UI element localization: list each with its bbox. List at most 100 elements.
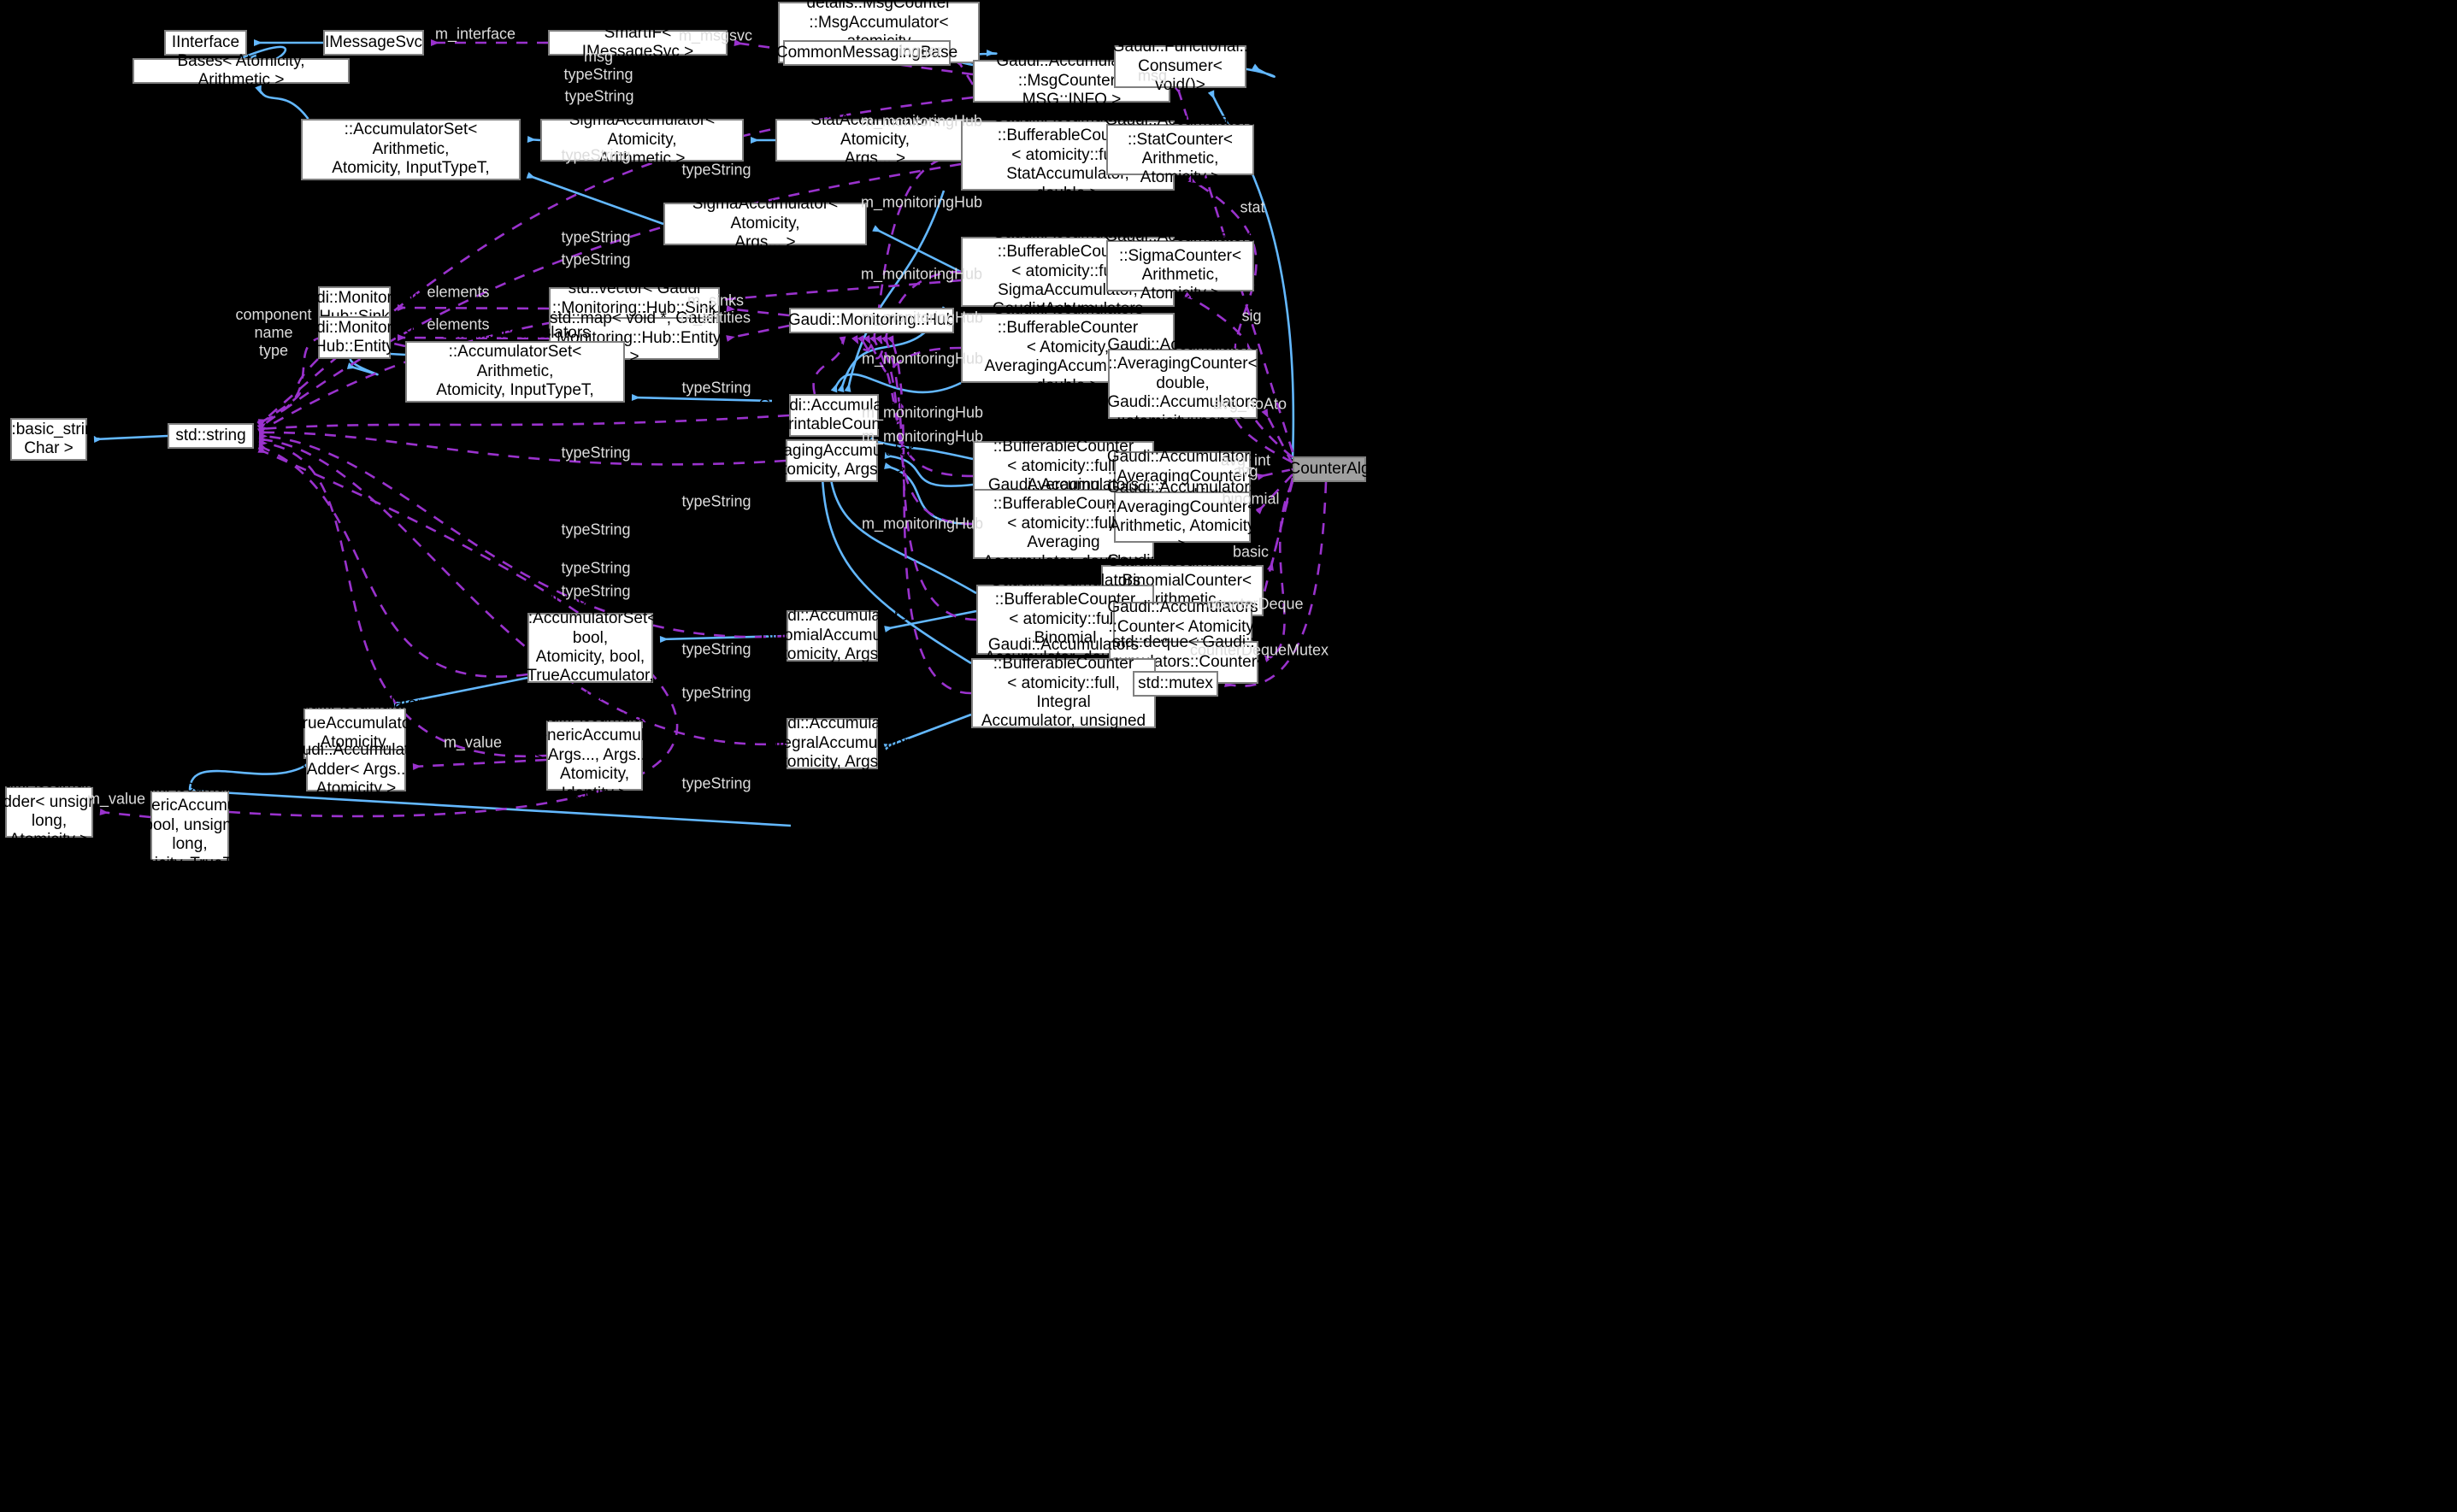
class-node-bc_integral_ulong[interactable]: Gaudi::Accumulators ::BufferableCounter … (971, 636, 1156, 750)
class-node-stdmutex[interactable]: std::mutex (1133, 671, 1218, 697)
edge (258, 432, 787, 638)
edge-label: binomial (1222, 490, 1280, 508)
edge (1224, 481, 1328, 687)
edge-label: elements (427, 315, 490, 333)
class-node-binomialaccum[interactable]: Gaudi::Accumulators ::BinomialAccumulato… (751, 607, 914, 664)
edge (1264, 481, 1294, 662)
edge-label: m_monitoringHub (860, 193, 983, 211)
edge-label: typeString (561, 559, 631, 577)
class-node-adder_args[interactable]: Gaudi::Accumulators ::Adder< Args..., At… (280, 741, 432, 798)
edge-label: basic (1232, 543, 1270, 561)
edge-label: m_value (86, 790, 146, 808)
edge-label: typeString (681, 684, 751, 702)
edge (1255, 474, 1293, 515)
class-node-accsetarith1[interactable]: Gaudi::Accumulators ::AccumulatorSet< Ar… (301, 102, 521, 197)
edge-label: m_monitoringHub (860, 265, 983, 283)
edge-label: m_monitoringHub (861, 309, 984, 327)
class-node-sigmacounter[interactable]: Gaudi::Accumulators ::SigmaCounter< Arit… (1105, 227, 1256, 303)
class-node-smartif[interactable]: SmartIF< IMessageSvc > (548, 24, 728, 61)
edge (228, 446, 679, 818)
edge (258, 414, 790, 432)
class-node-monitoringhub[interactable]: Gaudi::Monitoring::Hub (788, 308, 955, 333)
class-node-bc_binom_double[interactable]: Gaudi::Accumulators ::BufferableCounter … (976, 572, 1154, 667)
edge-label: m_msgsvc (678, 26, 753, 44)
edge (884, 609, 977, 632)
edge-label: msg (1137, 67, 1168, 85)
class-node-statcounter[interactable]: Gaudi::Accumulators ::StatCounter< Arith… (1105, 111, 1256, 187)
class-node-accsetarith2[interactable]: Gaudi::Accumulators ::AccumulatorSet< Ar… (405, 324, 625, 419)
edge-label: counterDequeMutex (1189, 641, 1329, 659)
edge-label: typeString (681, 379, 751, 397)
class-node-avgcounter_none[interactable]: Gaudi::Accumulators ::AveragingCounter< … (1107, 335, 1258, 431)
edge-label: m_sinks (686, 291, 745, 309)
class-node-hubentity[interactable]: Gaudi::Monitoring:: Hub::Entity (286, 316, 423, 359)
edge (258, 436, 787, 746)
class-node-stdstring[interactable]: std::string (168, 423, 254, 449)
edge (884, 452, 974, 487)
edge-label: m_monitoringHub (861, 427, 984, 445)
edge (257, 443, 528, 678)
class-node-avgcounter_arith[interactable]: Gaudi::Accumulators ::AveragingCounter< … (1107, 479, 1258, 554)
edge (830, 373, 962, 394)
edge (256, 358, 319, 427)
class-node-consumer[interactable]: Gaudi::Functional:: Consumer< void()> (1111, 38, 1249, 95)
edge (1256, 480, 1294, 613)
edge-label: typeString (681, 492, 751, 510)
edge-label: avg (1233, 462, 1258, 480)
edge-label: typeString (561, 582, 631, 600)
edge-label: counterDeque (1206, 595, 1304, 613)
edge-label: m_interface (434, 25, 516, 43)
edge-label: typeString (681, 161, 751, 179)
edge-label: component name type (235, 306, 312, 360)
edge (1207, 90, 1295, 460)
class-node-sigmaacc_arith[interactable]: SigmaAccumulator< Atomicity, Arithmetic … (540, 111, 744, 168)
class-node-bases[interactable]: Bases< Atomicity, Arithmetic > (133, 52, 350, 89)
edge (393, 676, 528, 708)
edge (869, 437, 974, 461)
edge-label: typeString (561, 444, 631, 462)
edge (1261, 409, 1294, 465)
class-node-basicstring[interactable]: std::basic_string< Char > (0, 418, 112, 461)
class-node-sigmaacc_args[interactable]: SigmaAccumulator< Atomicity, Args... > (663, 195, 867, 251)
edge-label: typeString (561, 146, 631, 164)
edge (1257, 468, 1293, 480)
class-node-printablecounter[interactable]: Gaudi::Accumulators ::PrintableCounter (758, 394, 910, 437)
edge (527, 136, 541, 143)
edge (256, 162, 962, 432)
edge (726, 324, 790, 342)
edge (258, 439, 547, 758)
edge (255, 85, 309, 120)
class-node-genericaccum_bool[interactable]: Gaudi::Accumulators ::GenericAccumulator… (111, 777, 268, 873)
class-node-adder_ulong[interactable]: Gaudi::Accumulators ::Adder< unsigned lo… (0, 774, 125, 850)
class-node-commonmsgbase[interactable]: CommonMessagingBase (776, 40, 957, 66)
edge-label: m_entities (680, 309, 751, 327)
edge-label: avg_int (1220, 451, 1271, 469)
class-node-genericaccum_args[interactable]: Gaudi::Accumulators ::GenericAccumulator… (516, 707, 673, 803)
edge-label: logger (899, 42, 943, 60)
class-node-integralaccum[interactable]: Gaudi::Accumulators ::IntegralAccumulato… (755, 715, 910, 772)
class-node-bc_avg_atomicity[interactable]: Gaudi::Accumulators ::BufferableCounter … (961, 300, 1175, 395)
edge-label: typeString (564, 87, 634, 105)
edge-label: typeString (561, 250, 631, 268)
edge (526, 172, 664, 226)
edge-label: m_monitoringHub (861, 515, 984, 532)
class-node-stataccumulator[interactable]: StatAccumulator< Atomicity, Args... > (775, 111, 975, 168)
edge-label: stat (1240, 198, 1265, 216)
edge-label: typeString (561, 521, 631, 538)
edge (844, 190, 946, 392)
edge-label: m_value (443, 733, 503, 751)
edge (412, 758, 547, 770)
class-node-msgcounter[interactable]: Gaudi::Accumulators ::MsgCounter< MSG::I… (973, 52, 1170, 109)
class-node-accset_bool[interactable]: Gaudi::Accumulators ::AccumulatorSet< bo… (515, 590, 666, 704)
edge-label: sig (1241, 307, 1262, 325)
class-node-iinterface[interactable]: IInterface (164, 30, 247, 56)
class-node-imessagesvc[interactable]: IMessageSvc (323, 30, 424, 56)
edge-label: elements (427, 283, 490, 301)
edge-label: typeString (681, 640, 751, 658)
edge (397, 304, 550, 311)
edge-label: m_monitoringHub (861, 350, 984, 368)
edge (875, 335, 974, 526)
edge (189, 787, 792, 827)
class-node-counteralg[interactable]: CounterAlg (1288, 456, 1370, 482)
edge (257, 334, 406, 426)
